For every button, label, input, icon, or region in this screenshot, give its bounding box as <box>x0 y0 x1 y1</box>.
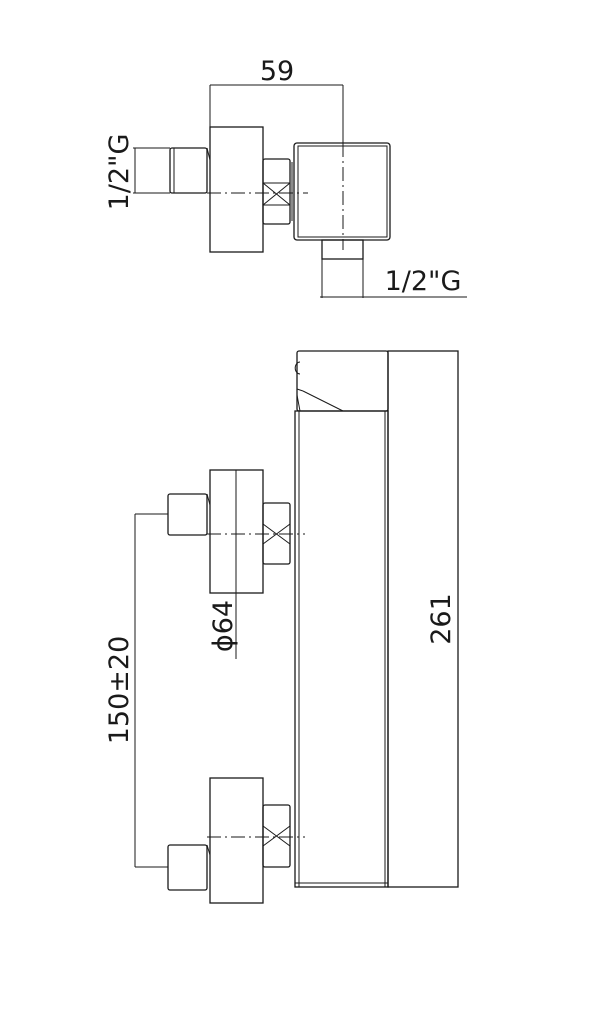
dimension-inlet-thread: 1/2"G <box>104 134 170 211</box>
dimension-59: 59 <box>209 56 344 143</box>
flange-diameter-label: ϕ64 <box>208 600 239 652</box>
top-inlet-pipe <box>169 147 211 194</box>
top-nut <box>262 158 293 225</box>
top-view: 59 1/2"G <box>104 56 467 298</box>
top-flange <box>209 126 264 253</box>
height-261-label: 261 <box>426 593 457 645</box>
side-view: 261 ϕ64 150±20 <box>104 350 459 904</box>
lower-inlet <box>167 777 305 904</box>
outlet-thread-label: 1/2"G <box>385 266 462 297</box>
top-body-box <box>293 142 391 241</box>
inlet-thread-label: 1/2"G <box>104 134 135 211</box>
inlet-spacing-label: 150±20 <box>104 636 135 745</box>
dimension-inlet-spacing: 150±20 <box>104 513 168 868</box>
dim-59-label: 59 <box>260 56 294 87</box>
top-outlet-pipe <box>321 239 364 260</box>
handle <box>294 350 389 412</box>
main-body <box>294 350 459 888</box>
dimension-outlet-thread: 1/2"G <box>320 259 467 298</box>
